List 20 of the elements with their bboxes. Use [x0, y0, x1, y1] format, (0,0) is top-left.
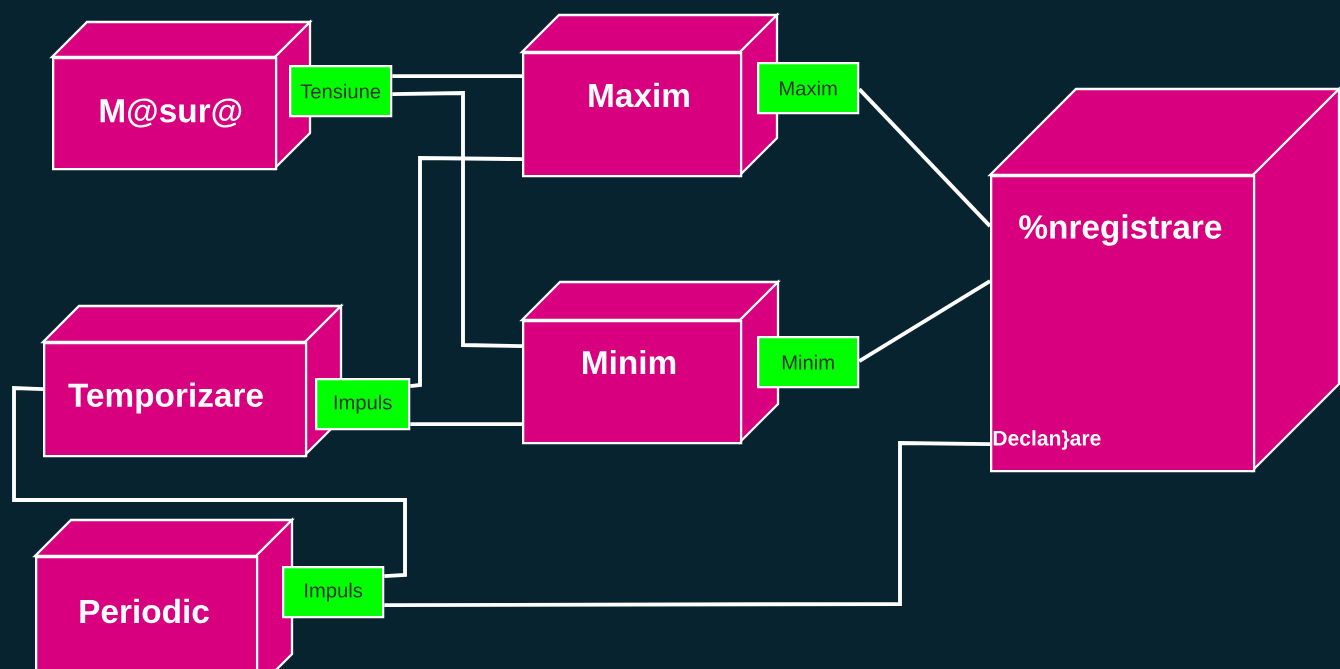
port-box: Maxim	[757, 62, 860, 115]
port-box: Tensiune	[289, 65, 393, 118]
node-label: Declan}are	[993, 430, 1101, 450]
connector-line	[858, 279, 991, 363]
node-label: Maxim	[589, 82, 689, 108]
node-label: Minim	[583, 349, 676, 375]
node-label: Temporizare	[68, 382, 263, 414]
connector-line	[12, 386, 407, 579]
port-box: Impuls	[282, 566, 385, 619]
connector-line	[392, 74, 522, 79]
node-label: %nregistrare	[1019, 214, 1222, 246]
connector-line	[410, 156, 523, 389]
port-box: Impuls	[315, 378, 411, 431]
connector-line	[384, 441, 991, 608]
connector-line	[410, 422, 522, 427]
connector-line	[857, 87, 992, 228]
port-box: Minim	[757, 336, 860, 389]
node-label: M@sur@	[100, 98, 242, 128]
connector-line	[392, 91, 523, 349]
node-label: Periodic	[80, 598, 209, 624]
